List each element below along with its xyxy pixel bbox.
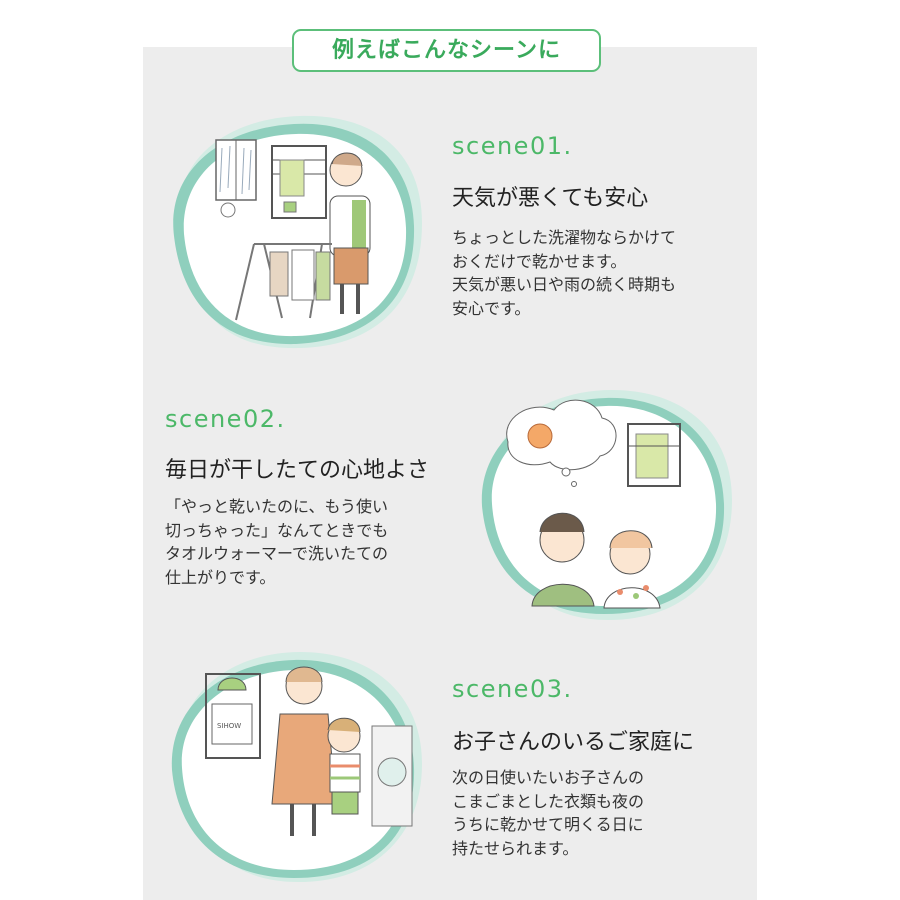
scene01-desc-line: 安心です。 [452, 298, 531, 318]
scene02-desc-line: 切っちゃった」なんてときでも [165, 520, 389, 540]
scene02-desc-line: 仕上がりです。 [165, 567, 276, 587]
scene03-desc-line: 持たせられます。 [452, 838, 579, 858]
scene03-illustration: SIHOW [171, 652, 422, 882]
scene01-title: 天気が悪くても安心 [452, 186, 649, 211]
scene01-label: scene01. [452, 132, 573, 160]
shirt-number: SIHOW [217, 722, 241, 730]
scene02-desc-line: タオルウォーマーで洗いたての [165, 544, 389, 563]
scene03-desc-line: うちに乾かせて明くる日に [452, 815, 644, 834]
scene01-description: ちょっとした洗濯物ならかけて おくだけで乾かせます。 天気が悪い日や雨の続く時期… [452, 226, 676, 320]
section-heading: 例えばこんなシーンに [292, 29, 601, 72]
scene03-label: scene03. [452, 675, 573, 703]
scene01-desc-line: ちょっとした洗濯物ならかけて [452, 228, 677, 247]
scene03-desc-line: 次の日使いたいお子さんの [452, 768, 645, 787]
scene01-desc-line: 天気が悪い日や雨の続く時期も [452, 275, 677, 294]
scene03-desc-line: こまごまとした衣類も夜の [452, 791, 645, 811]
scene02-desc-line: 「やっと乾いたのに、もう使い [165, 497, 389, 516]
scene02-illustration [481, 390, 732, 620]
scene01-illustration [173, 115, 422, 349]
scene02-title: 毎日が干したての心地よさ [165, 458, 430, 483]
scene02-description: 「やっと乾いたのに、もう使い 切っちゃった」なんてときでも タオルウォーマーで洗… [165, 495, 388, 589]
scene02-label: scene02. [165, 405, 286, 433]
scene03-description: 次の日使いたいお子さんの こまごまとした衣類も夜の うちに乾かせて明くる日に 持… [452, 766, 644, 860]
scene03-title: お子さんのいるご家庭に [452, 730, 695, 755]
scene01-desc-line: おくだけで乾かせます。 [452, 251, 627, 271]
